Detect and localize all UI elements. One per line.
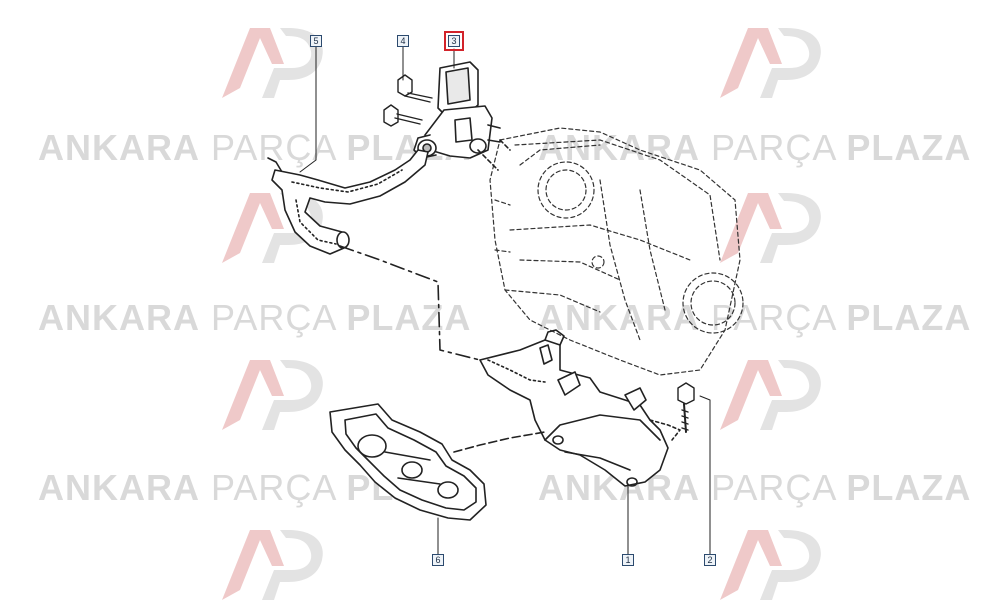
leader-lines: [299, 45, 711, 555]
callout-2[interactable]: 2: [704, 554, 716, 566]
callout-4[interactable]: 4: [397, 35, 409, 47]
callout-5[interactable]: 5: [310, 35, 322, 47]
watermark-text: ANKARA PARÇA PLAZA: [538, 297, 972, 338]
part-4-bolts: [383, 74, 433, 127]
engine-block-outline: [489, 127, 744, 376]
watermark-text: ANKARA PARÇA PLAZA: [538, 127, 972, 168]
callout-1[interactable]: 1: [622, 554, 634, 566]
callout-6[interactable]: 6: [432, 554, 444, 566]
watermark-text: ANKARA PARÇA PLAZA: [38, 297, 472, 338]
watermark-text: ANKARA PARÇA PLAZA: [538, 467, 972, 508]
part-1-cover: [479, 329, 681, 487]
callout-3[interactable]: 3: [444, 31, 464, 51]
part-6-gasket: [329, 403, 546, 521]
part-5-hose: [267, 149, 481, 361]
part-2-bolt: [677, 382, 695, 433]
